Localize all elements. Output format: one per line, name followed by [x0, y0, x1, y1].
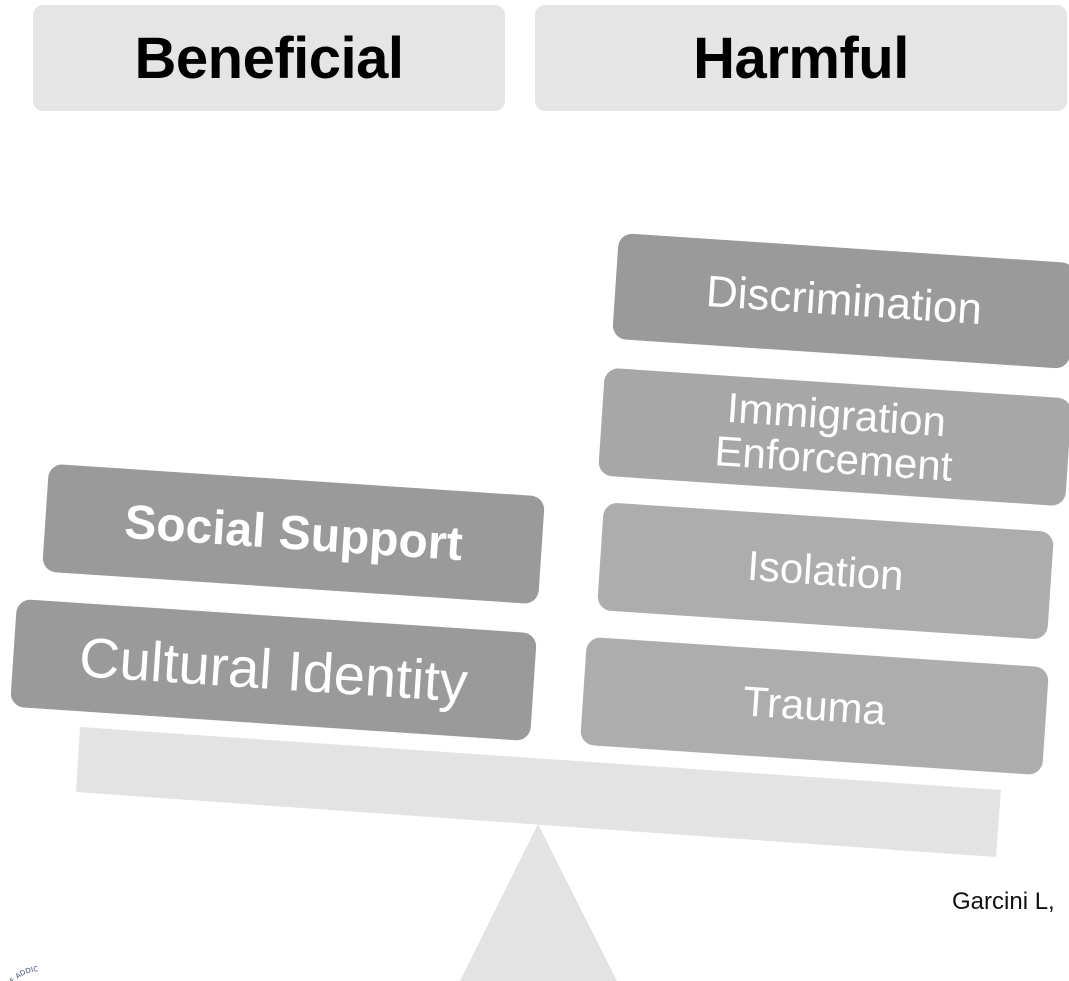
beneficial-header: Beneficial — [33, 5, 505, 111]
svg-text:TY OF ADDIC: TY OF ADDIC — [0, 965, 39, 981]
block-cultural-identity-label: Cultural Identity — [77, 624, 470, 714]
seal-logo-text: TY OF ADDIC — [0, 965, 39, 981]
beneficial-header-label: Beneficial — [134, 25, 405, 91]
block-discrimination-label: Discrimination — [704, 266, 984, 335]
harmful-header: Harmful — [535, 5, 1067, 111]
fulcrum-triangle — [460, 824, 617, 981]
citation-text: Garcini L, — [952, 888, 1055, 915]
harmful-header-label: Harmful — [693, 25, 909, 91]
block-social-support-label: Social Support — [122, 495, 465, 571]
block-isolation-label: Isolation — [745, 541, 906, 600]
scale-beam — [76, 727, 1001, 857]
seal-logo: TY OF ADDIC — [0, 965, 39, 981]
block-immigration-enforcement-label: Immigration Enforcement — [713, 383, 954, 490]
block-trauma-label: Trauma — [741, 677, 888, 734]
